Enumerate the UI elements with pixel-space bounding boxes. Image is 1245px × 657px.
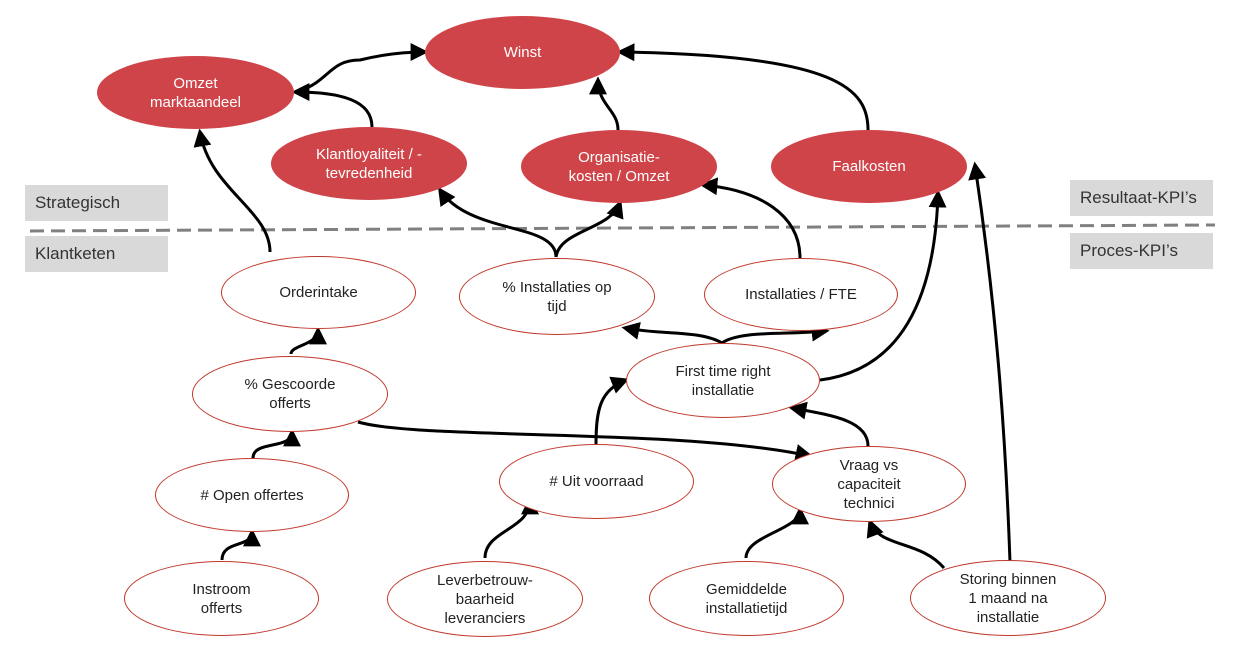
edge-fte-organisatiekosten (699, 177, 802, 259)
node-gescoorde-offertes: % Gescoorde offerts (192, 356, 388, 432)
node-organisatiekosten: Organisatie- kosten / Omzet (521, 130, 717, 203)
edge-faalkosten-winst (616, 43, 870, 131)
edge-gescoorde-orderintake (289, 326, 327, 355)
node-storing: Storing binnen 1 maand na installatie (910, 560, 1106, 636)
node-klantloyaliteit: Klantloyaliteit / - tevredenheid (271, 127, 467, 200)
edge-storing-faalkosten (968, 161, 1012, 563)
edge-ftr-fte (721, 323, 830, 345)
node-instroom-offertes: Instroom offerts (124, 561, 319, 636)
edge-uitvoorraad-ftr (594, 376, 630, 445)
node-vraag-capaciteit: Vraag vs capaciteit technici (772, 446, 966, 522)
node-winst: Winst (425, 16, 620, 89)
edge-omzet-winst (299, 43, 429, 93)
edge-installatiestijd-klantloyaliteit (437, 187, 558, 258)
edge-orderintake-omzet (193, 128, 272, 253)
edge-installatiestijd-organisatiekosten (554, 199, 624, 258)
label-strategisch: Strategisch (25, 185, 168, 221)
edge-open-gescoorde (251, 428, 301, 459)
node-first-time-right: First time right installatie (626, 343, 820, 418)
edge-gescoorde-vraag (357, 420, 814, 462)
edge-klantloyaliteit-omzet (291, 83, 374, 128)
label-resultaat-kpi: Resultaat-KPI’s (1070, 180, 1213, 216)
edge-organisatiekosten-winst (589, 76, 620, 131)
edge-lever-uitvoorraad (483, 496, 539, 559)
node-installaties-op-tijd: % Installaties op tijd (459, 258, 655, 335)
node-faalkosten: Faalkosten (771, 130, 967, 203)
node-leverbetrouwbaarheid: Leverbetrouw- baarheid leveranciers (387, 561, 583, 637)
node-installatietijd: Gemiddelde installatietijd (649, 561, 844, 636)
node-uit-voorraad: # Uit voorraad (499, 444, 694, 519)
divider-line (29, 223, 1216, 233)
node-omzet-marktaandeel: Omzet marktaandeel (97, 56, 294, 129)
label-proces-kpi: Proces-KPI’s (1070, 233, 1213, 269)
edge-vraag-ftr (788, 401, 870, 447)
edge-ftr-faalkosten (819, 189, 947, 382)
label-klantketen: Klantketen (25, 236, 168, 272)
node-open-offertes: # Open offertes (155, 458, 349, 532)
node-orderintake: Orderintake (221, 256, 416, 329)
edge-storing-vraag (866, 518, 946, 569)
edge-instroom-open (220, 528, 261, 561)
node-installaties-fte: Installaties / FTE (704, 258, 898, 331)
edge-installatietijd-vraag (744, 506, 809, 559)
edge-ftr-installatiesoptijd (621, 321, 723, 345)
